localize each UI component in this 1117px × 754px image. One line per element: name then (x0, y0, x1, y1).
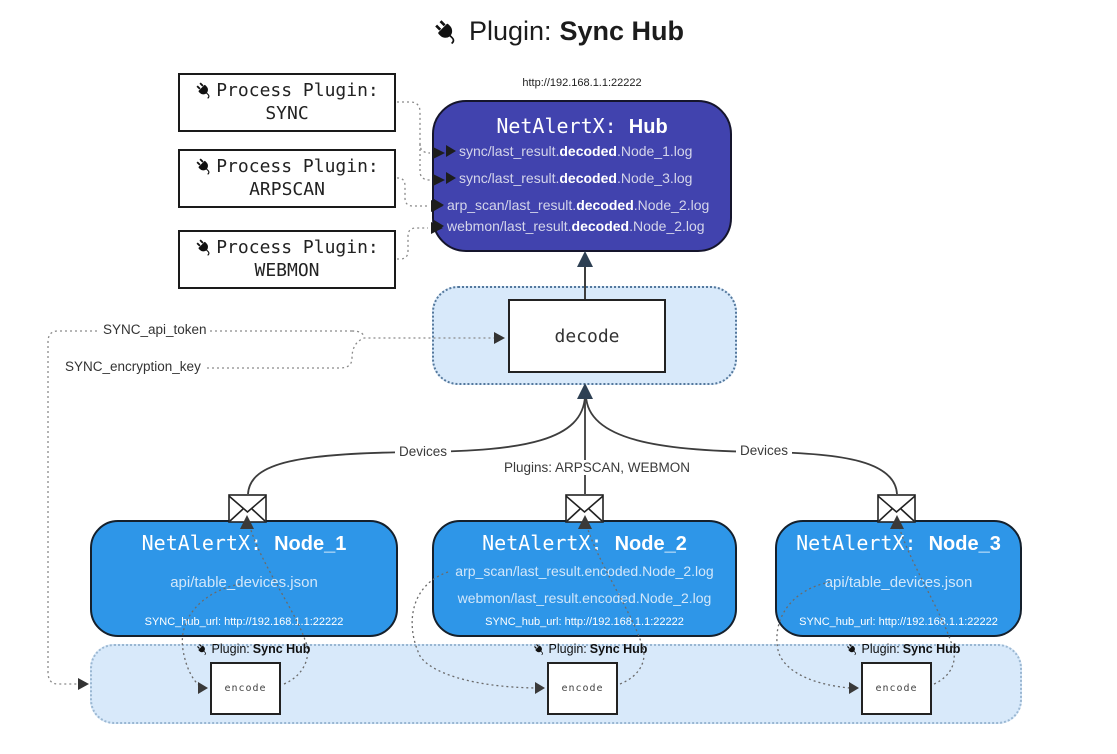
node3-title: NetAlertX: Node_3 (796, 531, 1001, 555)
edge-label-devices-left: Devices (395, 444, 452, 459)
hub-file-row: sync/last_result.decoded.Node_1.log (446, 143, 692, 159)
hub-title: NetAlertX: Hub (434, 114, 730, 139)
page-title: Plugin: Sync Hub (0, 16, 1117, 47)
decode-bottom-arrowhead (577, 383, 593, 399)
process-plugin-label: Process Plugin: (216, 156, 379, 177)
node-to-decode-edges (247, 395, 898, 495)
plug-icon (196, 643, 209, 656)
encode1-box: encode (210, 662, 281, 715)
process-plugin-name: ARPSCAN (249, 179, 325, 200)
plug-icon (433, 18, 461, 46)
hub-box: NetAlertX: Hub sync/last_result.decoded.… (432, 100, 732, 252)
decode-box: decode (508, 299, 666, 373)
process-plugin-label: Process Plugin: (216, 237, 379, 258)
process-plugin-box-arpscan: Process Plugin: ARPSCAN (178, 149, 396, 208)
encode-panel-input-arrowhead (78, 678, 89, 690)
node3-box: NetAlertX: Node_3 api/table_devices.json… (775, 520, 1022, 637)
hub-file-row: sync/last_result.decoded.Node_3.log (446, 170, 692, 186)
sync-api-token-label: SYNC_api_token (100, 322, 210, 337)
hub-url: http://192.168.1.1:22222 (522, 77, 642, 89)
edge-label-plugins: Plugins: ARPSCAN, WEBMON (500, 460, 695, 475)
node1-box: NetAlertX: Node_1 api/table_devices.json… (90, 520, 398, 637)
node2-file: arp_scan/last_result.encoded.Node_2.log (455, 563, 714, 579)
node3-hub-url: SYNC_hub_url: http://192.168.1.1:22222 (799, 616, 998, 628)
arrow-right-icon (446, 172, 456, 184)
node1-hub-url: SYNC_hub_url: http://192.168.1.1:22222 (144, 616, 344, 628)
process-plugin-connectors (397, 101, 431, 260)
process-plugin-name: SYNC (265, 103, 309, 124)
node2-hub-url: SYNC_hub_url: http://192.168.1.1:22222 (485, 616, 684, 628)
process-plugin-name: WEBMON (254, 260, 320, 281)
plug-icon (195, 157, 214, 176)
plug-icon (195, 238, 214, 257)
node2-box: NetAlertX: Node_2 arp_scan/last_result.e… (432, 520, 737, 637)
plug-icon (846, 643, 859, 656)
encode3-plugin-label: Plugin:Sync Hub (818, 642, 988, 656)
node1-title: NetAlertX: Node_1 (141, 531, 347, 555)
hub-file-row: arp_scan/last_result.decoded.Node_2.log (434, 197, 709, 213)
node1-file: api/table_devices.json (170, 574, 318, 591)
page-title-name: Sync Hub (559, 16, 685, 46)
page-title-label: Plugin: (468, 16, 552, 46)
plug-icon (533, 643, 546, 656)
encode2-plugin-label: Plugin:Sync Hub (505, 642, 675, 656)
encode2-box: encode (547, 662, 618, 715)
arrow-right-icon (434, 220, 444, 232)
sync-encryption-key-label: SYNC_encryption_key (62, 359, 204, 374)
arrow-right-icon (434, 199, 444, 211)
node3-file: api/table_devices.json (824, 574, 973, 591)
process-plugin-box-sync: Process Plugin: SYNC (178, 73, 396, 132)
envelope-icons (228, 494, 916, 523)
node2-file: webmon/last_result.encoded.Node_2.log (457, 590, 712, 606)
arrow-right-icon (446, 145, 456, 157)
plug-icon (195, 81, 214, 100)
process-plugin-box-webmon: Process Plugin: WEBMON (178, 230, 396, 289)
hub-title-label: NetAlertX: (496, 114, 617, 138)
encode3-box: encode (861, 662, 932, 715)
hub-title-name: Hub (628, 116, 668, 138)
edge-label-devices-right: Devices (736, 443, 793, 458)
process-plugin-label: Process Plugin: (216, 80, 379, 101)
node2-title: NetAlertX: Node_2 (482, 531, 687, 555)
hub-file-row: webmon/last_result.decoded.Node_2.log (434, 218, 705, 234)
encode1-plugin-label: Plugin:Sync Hub (168, 642, 338, 656)
